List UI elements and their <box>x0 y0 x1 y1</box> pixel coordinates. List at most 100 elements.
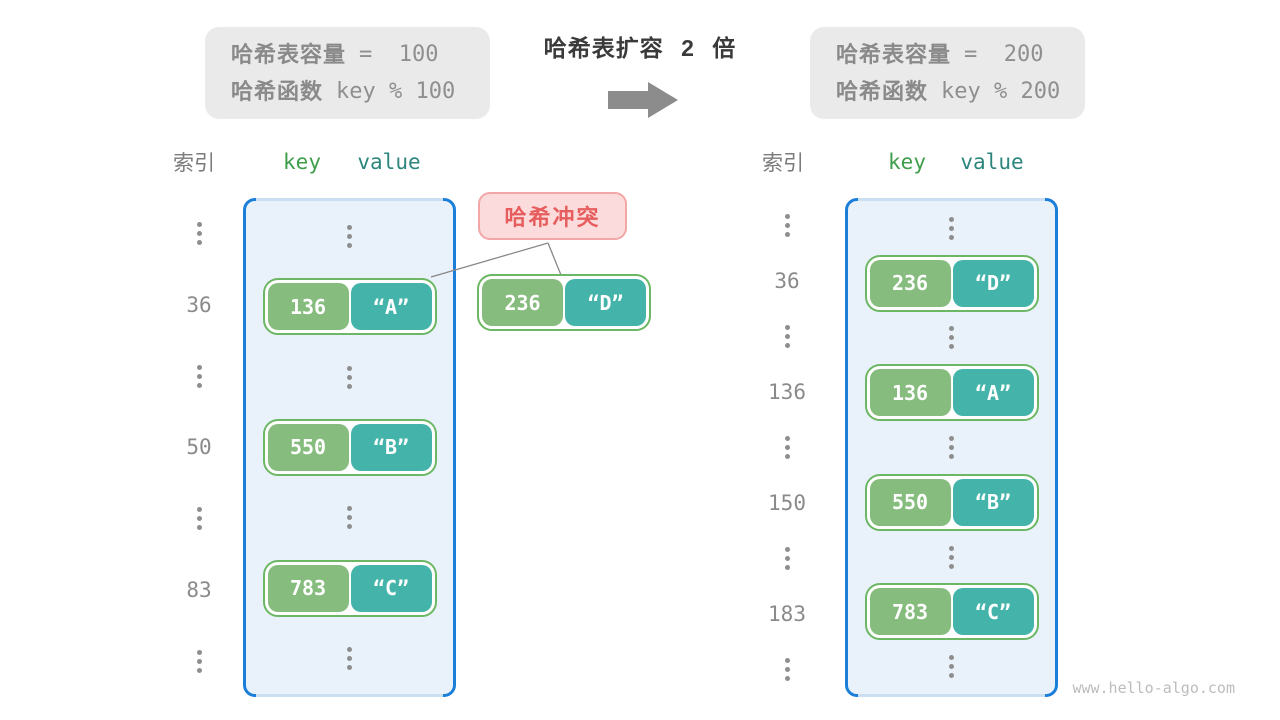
index-label: 83 <box>174 554 224 625</box>
key-value-pair: 783“C” <box>864 583 1039 641</box>
key-cell: 783 <box>869 588 951 636</box>
bucket-entry: 136“A” <box>848 364 1055 422</box>
hash-function-value: key % 100 <box>336 78 456 104</box>
value-cell: “B” <box>350 423 432 471</box>
index-number: 183 <box>768 601 806 626</box>
hash-collision-label: 哈希冲突 <box>478 192 627 240</box>
ellipsis-icon <box>949 436 954 460</box>
value-cell: “C” <box>350 564 432 612</box>
bucket-ellipsis <box>246 624 453 694</box>
bucket-ellipsis <box>848 639 1055 694</box>
key-cell: 783 <box>267 564 349 612</box>
index-ellipsis <box>174 341 224 412</box>
index-ellipsis <box>174 626 224 697</box>
bucket-ellipsis <box>246 201 453 271</box>
collision-pair-wrapper: 236“D” <box>477 274 651 331</box>
bucket-ellipsis <box>246 483 453 553</box>
old-table-index-column: 36 50 83 <box>174 198 224 697</box>
capacity-label: 哈希表容量 <box>231 41 347 67</box>
old-table-index-header: 索引 <box>173 152 215 175</box>
value-cell: “D” <box>565 279 646 326</box>
bucket-entry: 550“B” <box>848 473 1055 531</box>
index-ellipsis <box>762 642 812 697</box>
ellipsis-icon <box>347 224 352 248</box>
connector-line <box>430 242 549 278</box>
connector-line <box>547 242 562 276</box>
bucket-entry: 136“A” <box>246 271 453 341</box>
ellipsis-icon <box>784 214 790 238</box>
key-cell: 550 <box>869 478 951 526</box>
ellipsis-icon <box>196 649 202 673</box>
ellipsis-icon <box>784 657 790 681</box>
ellipsis-icon <box>784 546 790 570</box>
key-value-pair: 550“B” <box>864 473 1039 531</box>
old-hash-table: 136“A” 550“B” 783“C” <box>243 198 456 697</box>
ellipsis-icon <box>784 325 790 349</box>
old-table-value-header: value <box>357 150 421 174</box>
ellipsis-icon <box>196 364 202 388</box>
index-ellipsis <box>762 531 812 586</box>
key-value-pair: 136“A” <box>864 364 1039 422</box>
index-label: 136 <box>762 364 812 419</box>
bucket-ellipsis <box>848 420 1055 475</box>
info-box-old-capacity: 哈希表容量 = 100 哈希函数 key % 100 <box>205 27 490 119</box>
index-label: 50 <box>174 412 224 483</box>
ellipsis-icon <box>196 222 202 246</box>
ellipsis-icon <box>949 216 954 240</box>
capacity-label: 哈希表容量 <box>836 41 952 67</box>
info-box-new-capacity: 哈希表容量 = 200 哈希函数 key % 200 <box>810 27 1085 119</box>
hash-function-label: 哈希函数 <box>836 78 929 104</box>
hash-function-row: 哈希函数 key % 200 <box>836 78 1085 104</box>
key-cell: 136 <box>869 369 951 417</box>
ellipsis-icon <box>949 326 954 350</box>
arrow-right-icon <box>608 82 678 118</box>
new-hash-table: 236“D” 136“A” 550“B” 783“C” <box>845 198 1058 697</box>
new-table-index-header: 索引 <box>762 152 804 175</box>
bucket-ellipsis <box>246 342 453 412</box>
new-table-value-header: value <box>960 150 1024 174</box>
new-table-key-header: key <box>888 150 926 174</box>
key-value-pair: 136“A” <box>262 278 437 336</box>
transition-title: 哈希表扩容 2 倍 <box>543 35 737 61</box>
index-number: 136 <box>768 380 806 405</box>
hash-function-row: 哈希函数 key % 100 <box>231 78 490 104</box>
bucket-entry: 783“C” <box>246 553 453 623</box>
ellipsis-icon <box>784 435 790 459</box>
capacity-row: 哈希表容量 = 200 <box>836 41 1085 67</box>
old-table-key-header: key <box>283 150 321 174</box>
index-number: 83 <box>186 578 212 603</box>
key-cell: 550 <box>267 423 349 471</box>
value-cell: “D” <box>952 259 1034 307</box>
key-value-pair: 236“D” <box>477 274 651 331</box>
key-cell: 236 <box>482 279 563 326</box>
key-value-pair: 783“C” <box>262 559 437 617</box>
value-cell: “A” <box>952 369 1034 417</box>
hash-function-value: key % 200 <box>941 78 1061 104</box>
index-label: 36 <box>762 253 812 308</box>
bucket-entry: 783“C” <box>848 583 1055 641</box>
hash-function-label: 哈希函数 <box>231 78 324 104</box>
index-number: 36 <box>186 292 212 317</box>
index-ellipsis <box>174 198 224 269</box>
bucket-ellipsis <box>848 201 1055 256</box>
watermark: www.hello-algo.com <box>1072 679 1235 697</box>
ellipsis-icon <box>949 655 954 679</box>
ellipsis-icon <box>347 365 352 389</box>
capacity-value: = 100 <box>359 41 439 67</box>
index-ellipsis <box>762 420 812 475</box>
key-value-pair: 550“B” <box>262 418 437 476</box>
key-cell: 236 <box>869 259 951 307</box>
index-ellipsis <box>762 309 812 364</box>
ellipsis-icon <box>347 647 352 671</box>
value-cell: “B” <box>952 478 1034 526</box>
ellipsis-icon <box>949 545 954 569</box>
index-number: 36 <box>774 269 800 294</box>
index-number: 50 <box>186 435 212 460</box>
index-number: 150 <box>768 490 806 515</box>
key-cell: 136 <box>267 283 349 331</box>
bucket-entry: 236“D” <box>848 254 1055 312</box>
bucket-ellipsis <box>848 311 1055 366</box>
key-value-pair: 236“D” <box>864 254 1039 312</box>
